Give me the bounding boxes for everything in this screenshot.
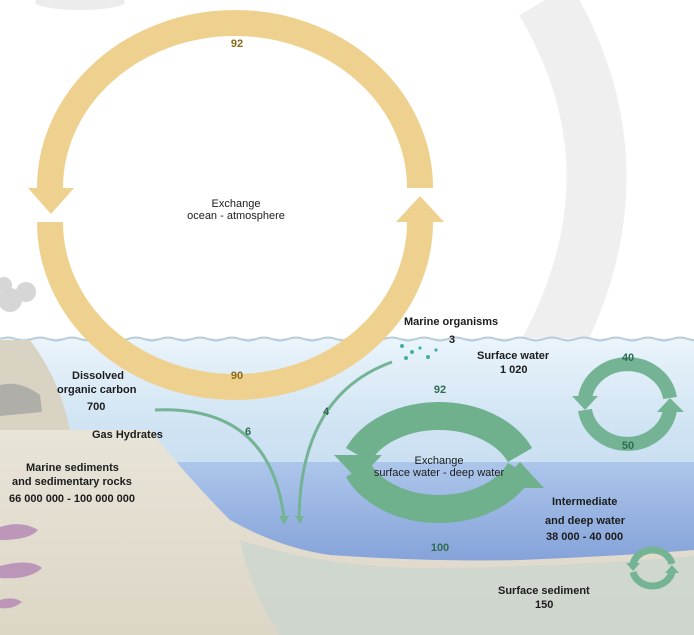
surface-deep-cycle	[334, 402, 544, 523]
surface-water-value: 1 020	[500, 364, 528, 376]
marine-sediments-line2: and sedimentary rocks	[12, 476, 132, 488]
flux-arrow-down	[154, 408, 289, 525]
marine-organisms-label: Marine organisms	[404, 316, 499, 328]
small-cycle-lower	[626, 546, 679, 590]
flux-ocean-to-atmosphere: 92	[230, 38, 244, 50]
surface-sediment-label: Surface sediment	[498, 585, 590, 597]
doc-label-line2: organic carbon	[57, 384, 137, 396]
smoke-plume	[0, 277, 36, 312]
exchange-surface-deep-title: Exchange	[414, 455, 464, 467]
up-arrowhead-right	[496, 462, 544, 488]
flux-arrow-up	[295, 360, 393, 524]
flux-deep-to-surface: 100	[430, 542, 450, 554]
flux-doc-up: 4	[322, 406, 330, 418]
surface-water-label: Surface water	[477, 350, 550, 362]
flux-surface-to-deep: 92	[433, 384, 447, 396]
marine-sediments-value: 66 000 000 - 100 000 000	[9, 493, 136, 505]
gas-hydrates-label: Gas Hydrates	[92, 429, 163, 441]
exchange-ocean-atmosphere-subtitle: ocean - atmosphere	[187, 210, 285, 222]
down-arrowhead-left	[334, 455, 382, 480]
intermediate-deep-value: 38 000 - 40 000	[546, 531, 624, 543]
small-cycle-upper	[572, 357, 684, 451]
marine-organisms-value: 3	[449, 334, 456, 346]
down-arrowhead-left	[28, 188, 74, 214]
doc-label-line1: Dissolved	[72, 370, 124, 382]
flux-doc-down: 6	[244, 426, 252, 438]
intermediate-deep-line1: Intermediate	[552, 496, 618, 508]
exchange-ocean-atmosphere-title: Exchange	[211, 198, 261, 210]
doc-value: 700	[87, 401, 106, 413]
up-arrowhead-right	[396, 196, 444, 222]
marine-sediments-line1: Marine sediments	[26, 462, 119, 474]
surface-sediment-value: 150	[535, 599, 554, 611]
ocean-atmosphere-cycle	[28, 10, 444, 400]
surface-sediment-layer	[240, 540, 694, 635]
gas-hydrate-deposit	[0, 524, 42, 609]
cloud-shape	[35, 0, 125, 10]
rocky-shore	[0, 383, 42, 416]
small-cycle-bottom-value: 50	[621, 440, 635, 452]
exchange-surface-deep-subtitle: surface water - deep water	[373, 467, 505, 479]
small-cycle-top-value: 40	[621, 352, 635, 364]
flux-atmosphere-to-ocean: 90	[230, 370, 244, 382]
marine-organism-dots	[400, 344, 438, 360]
intermediate-deep-line2: and deep water	[545, 515, 626, 527]
